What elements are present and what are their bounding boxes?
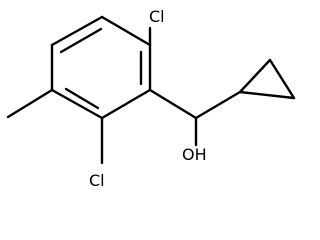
ring-bond-c6-c1 [100,15,152,47]
bond-carbinol-to-cyclopropyl [194,90,242,120]
atom-label-cl-bottom: Cl [89,171,105,190]
ring-bond-c3-c4 [50,88,104,120]
cyclopropyl-ring [238,58,296,100]
bond-ring-to-carbinol [148,88,198,120]
ring-double-bond-inner-c5-c6 [59,27,103,54]
atom-label-cl-top: Cl [149,7,165,26]
cyclopropyl-bond-b [268,58,296,100]
atom-label-oh: OH [182,145,207,164]
ring-bond-c2-c3 [100,88,152,120]
ring-double-bond-inner-c3-c4 [64,87,100,110]
ring-bond-c5-c6 [50,15,104,47]
cyclopropyl-bond-c [238,90,296,100]
bond-to-methyl [6,88,54,119]
cyclopropyl-bond-a [238,58,272,94]
chemical-structure-diagram: Cl Cl OH [6,7,296,190]
benzene-ring [50,15,152,120]
